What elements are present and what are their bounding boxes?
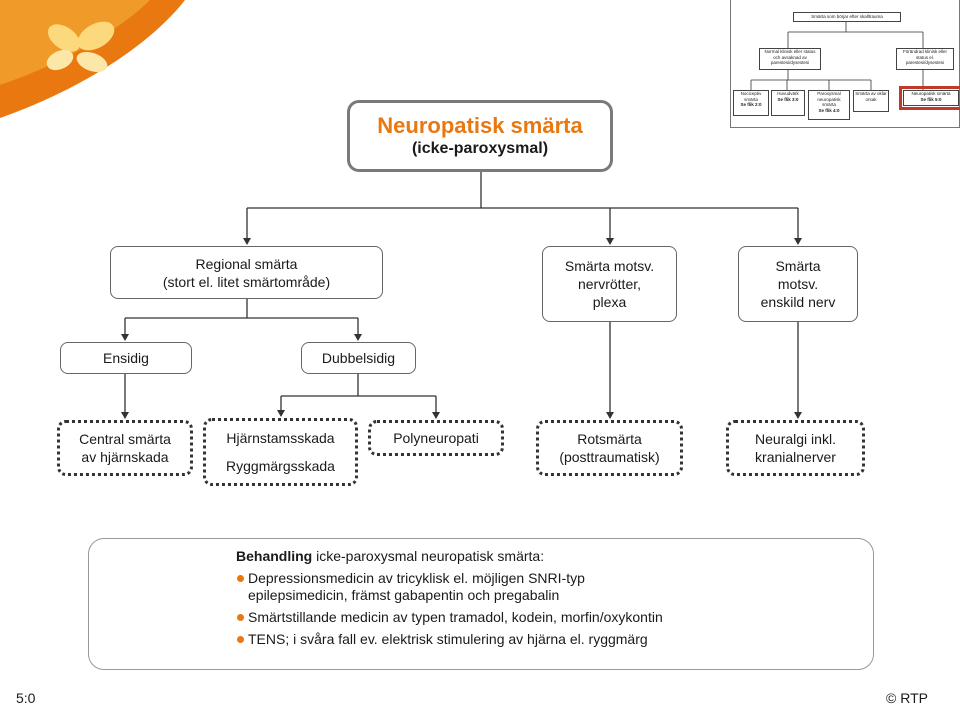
minimap-root: Smärta som börjar efter skalltrauma [793,12,901,22]
copyright: © RTP [886,690,928,706]
central-line1: Central smärta [79,431,171,447]
treatment-item: TENS; i svåra fall ev. elektrisk stimule… [236,631,756,648]
main-title: Neuropatisk smärta [377,113,583,138]
treatment-content: Behandling icke-paroxysmal neuropatisk s… [236,548,756,648]
bilateral-node: Dubbelsidig [301,342,416,374]
brainstem-line1: Hjärnstamsskada [226,430,335,446]
treatment-heading-rest: icke-paroxysmal neuropatisk smärta: [312,548,545,564]
nerve-roots-line2: nervrötter, [577,276,642,292]
brainstem-spinal-node: Hjärnstamsskada Ryggmärgsskada [203,418,358,486]
single-nerve-line1: Smärta [775,258,821,274]
neuralgia-line2: kranialnerver [755,449,836,465]
treatment-heading-bold: Behandling [236,548,313,564]
single-nerve-line3: enskild nerv [760,294,836,310]
treatment-panel [88,538,874,670]
minimap-leaf-unclear: Smärta av oklar orsak [853,90,889,112]
treatment-item-3-line1: TENS; i svåra fall ev. elektrisk stimule… [248,631,648,647]
treatment-heading: Behandling icke-paroxysmal neuropatisk s… [236,548,756,565]
unilateral-node: Ensidig [60,342,192,374]
regional-pain-node: Regional smärta (stort el. litet smärtom… [110,246,383,299]
central-line2: av hjärnskada [81,449,169,465]
spinal-line2: Ryggmärgsskada [226,458,335,474]
root-pain-line1: Rotsmärta [577,431,642,447]
bullet-icon [237,636,244,643]
treatment-item: Depressionsmedicin av tricyklisk el. möj… [236,570,756,604]
treatment-item-2-line1: Smärtstillande medicin av typen tramadol… [248,609,663,625]
treatment-item: Smärtstillande medicin av typen tramadol… [236,609,756,626]
regional-line1: Regional smärta [195,255,298,272]
main-subtitle: (icke-paroxysmal) [411,140,549,157]
butterfly-logo-icon [0,0,185,118]
nerve-roots-line1: Smärta motsv. [564,258,655,274]
neuralgia-line1: Neuralgi inkl. [755,431,836,447]
page-number: 5:0 [16,690,36,706]
bullet-icon [237,614,244,621]
polyneuropathy-node: Polyneuropati [368,420,504,456]
nerve-roots-node: Smärta motsv. nervrötter, plexa [542,246,677,322]
minimap-right: Förändrad klinisk eller status el. pares… [896,48,954,70]
root-pain-line2: (posttraumatisk) [559,449,660,465]
neuralgia-node: Neuralgi inkl. kranialnerver [726,420,865,476]
single-nerve-node: Smärta motsv. enskild nerv [738,246,858,322]
central-pain-node: Central smärta av hjärnskada [57,420,193,476]
regional-line2: (stort el. litet smärtområde) [162,273,331,290]
bullet-icon [237,575,244,582]
treatment-item-1-line1: Depressionsmedicin av tricyklisk el. möj… [248,570,585,586]
single-nerve-line2: motsv. [777,276,819,292]
treatment-item-1-line2: epilepsimedicin, främst gabapentin och p… [248,587,560,603]
main-node: Neuropatisk smärta (icke-paroxysmal) [347,100,613,172]
nerve-roots-line3: plexa [592,294,627,310]
minimap-left: Normal klinisk eller status och avsaknad… [759,48,821,70]
root-pain-node: Rotsmärta (posttraumatisk) [536,420,683,476]
